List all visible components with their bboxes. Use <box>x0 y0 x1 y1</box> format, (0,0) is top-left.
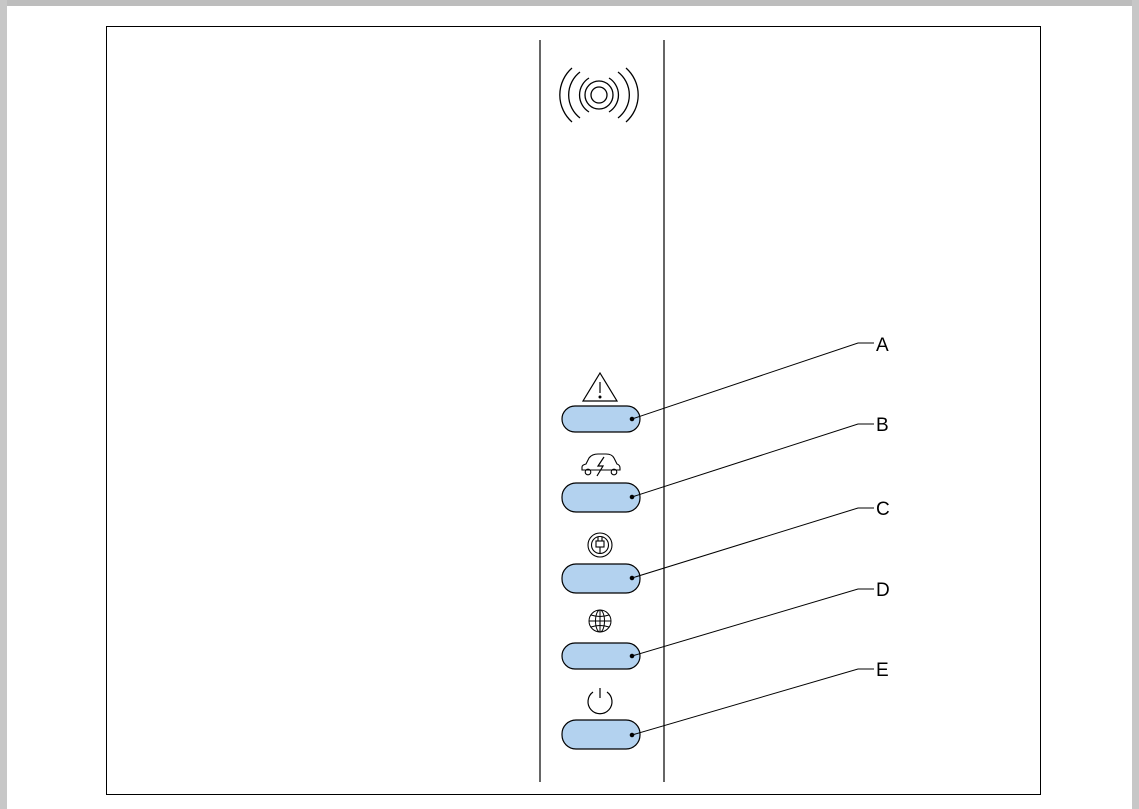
indicator-led-d <box>561 642 641 670</box>
rfid-reader-icon <box>559 67 639 123</box>
callout-label-c: C <box>876 499 890 520</box>
page-top-rule <box>0 0 1139 6</box>
figure-frame <box>106 26 1041 795</box>
warning-triangle-icon <box>581 371 619 402</box>
page-left-rule <box>0 0 7 809</box>
globe-network-icon <box>588 609 612 633</box>
vehicle-charging-icon <box>581 453 621 477</box>
leader-line-b <box>631 423 874 498</box>
leader-line-a <box>631 342 874 420</box>
indicator-led-c <box>561 563 641 594</box>
callout-label-b: B <box>876 415 889 436</box>
callout-label-a: A <box>876 335 889 356</box>
leader-line-e <box>631 668 874 736</box>
callout-label-e: E <box>876 660 889 681</box>
power-icon <box>587 688 613 715</box>
indicator-led-a <box>561 405 641 433</box>
page-right-rule <box>1132 0 1139 809</box>
leader-line-d <box>631 588 874 657</box>
indicator-led-e <box>561 719 641 750</box>
callout-label-d: D <box>876 580 890 601</box>
indicator-led-b <box>561 482 641 513</box>
leader-line-c <box>631 507 874 579</box>
plug-connected-icon <box>587 532 613 558</box>
